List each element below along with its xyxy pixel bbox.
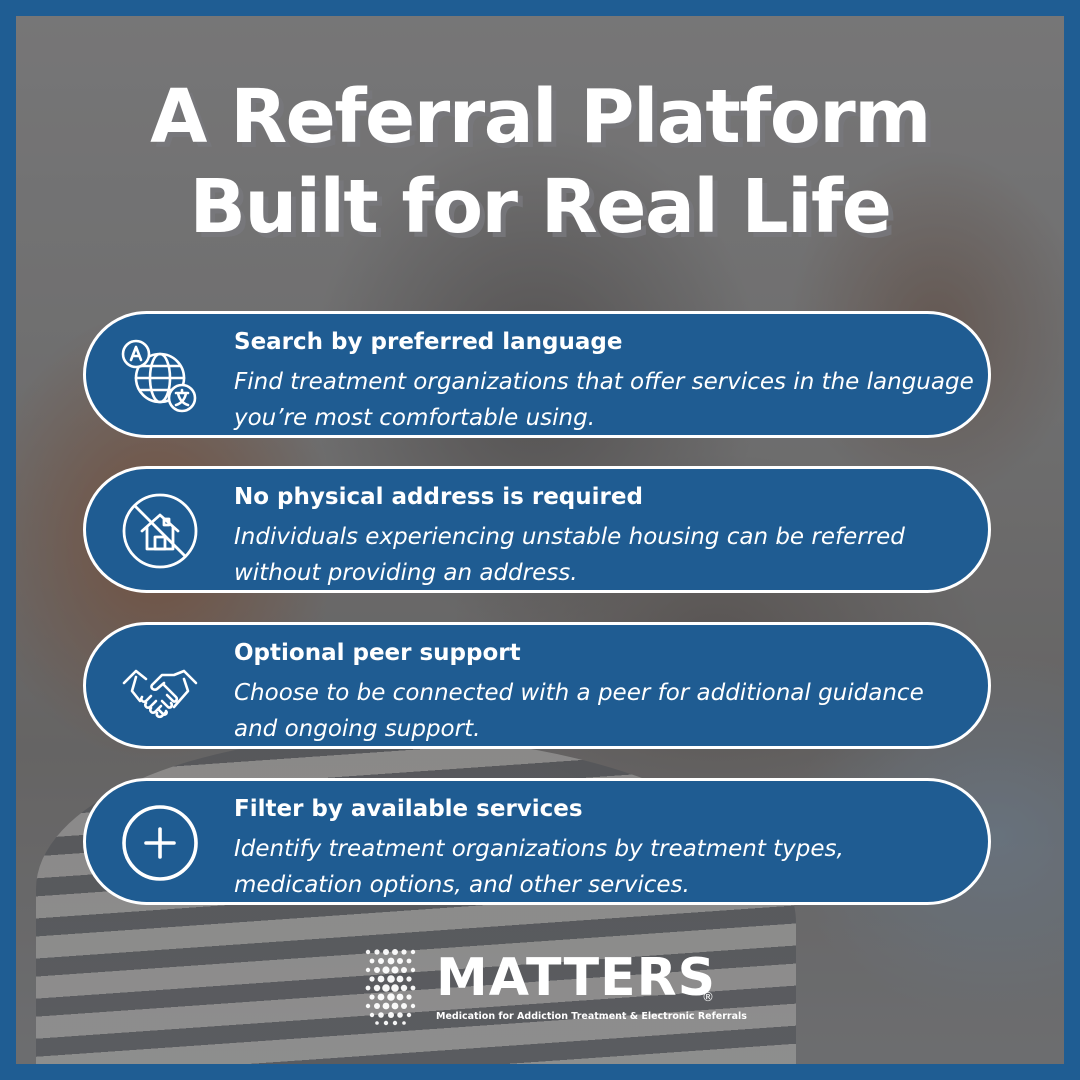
logo-tagline: Medication for Addiction Treatment & Ele… <box>436 1011 747 1022</box>
feature-card-services: Filter by available services Identify tr… <box>83 778 991 905</box>
globe-translate-icon <box>118 334 202 418</box>
feature-card-address: No physical address is required Individu… <box>83 466 991 593</box>
matters-logo: MATTERS ® Medication for Addiction Treat… <box>362 946 747 1026</box>
feature-description: Choose to be connected with a peer for a… <box>234 680 924 742</box>
logo-wordmark: MATTERS <box>436 948 717 1008</box>
feature-heading: No physical address is required <box>234 484 643 510</box>
feature-card-language: Search by preferred language Find treatm… <box>83 311 991 438</box>
plus-circle-icon <box>118 801 202 885</box>
feature-heading: Search by preferred language <box>234 329 623 355</box>
feature-description: Identify treatment organizations by trea… <box>234 836 844 898</box>
feature-heading: Filter by available services <box>234 796 583 822</box>
title-line-1: A Referral Platform <box>150 74 931 160</box>
title-line-2: Built for Real Life <box>189 164 892 251</box>
feature-heading: Optional peer support <box>234 640 521 666</box>
handshake-icon <box>118 645 202 729</box>
no-house-icon <box>118 489 202 573</box>
feature-description: Find treatment organizations that offer … <box>234 369 974 431</box>
dot-pattern-icon <box>365 949 416 1026</box>
registered-mark: ® <box>702 990 714 1004</box>
page-title: A Referral Platform Built for Real Life <box>0 72 1080 253</box>
feature-card-peer-support: Optional peer support Choose to be conne… <box>83 622 991 749</box>
feature-description: Individuals experiencing unstable housin… <box>234 524 905 586</box>
